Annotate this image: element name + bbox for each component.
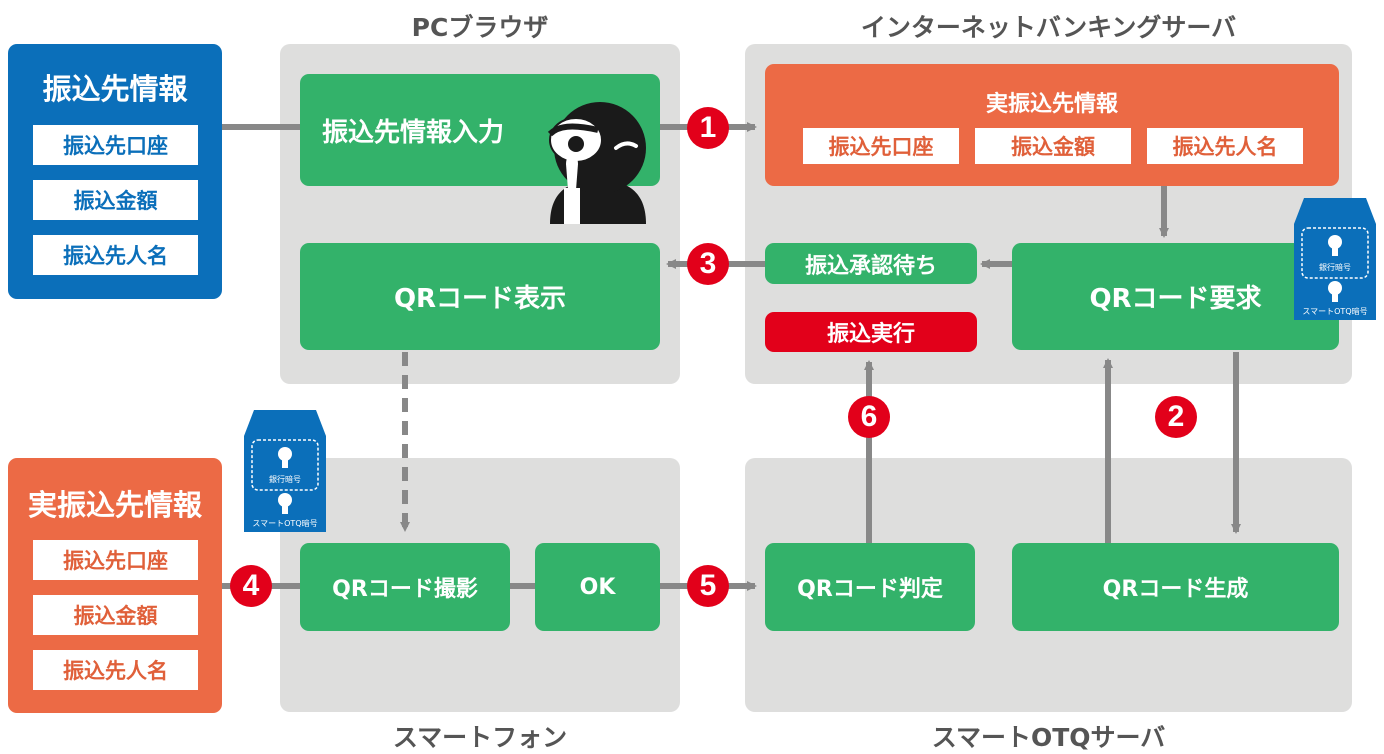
actual-transfer-name: 振込先人名 xyxy=(33,650,198,690)
qr-capture-box: QRコード撮影 xyxy=(300,543,510,631)
actual-transfer-amount: 振込金額 xyxy=(33,595,198,635)
phone-bank-pin-label: 銀行暗号 xyxy=(269,474,301,484)
server-account: 振込先口座 xyxy=(803,128,959,164)
step-6-badge: 6 xyxy=(848,396,890,438)
server-actual-info-card: 実振込先情報 振込先口座 振込金額 振込先人名 xyxy=(765,64,1339,186)
actual-transfer-account: 振込先口座 xyxy=(33,540,198,580)
actual-transfer-info-card: 実振込先情報 振込先口座 振込金額 振込先人名 xyxy=(8,458,222,713)
transfer-input-label: 振込先情報入力 xyxy=(322,117,505,148)
ok-box: OK xyxy=(535,543,660,631)
qr-request-box: QRコード要求 xyxy=(1012,243,1339,350)
key-envelope-phone: 銀行暗号 スマートOTQ暗号 xyxy=(244,410,326,532)
qr-capture-label: QRコード撮影 xyxy=(332,577,478,602)
pc-browser-title: PCブラウザ xyxy=(411,13,549,42)
server-otq-pin-label: スマートOTQ暗号 xyxy=(1302,306,1367,316)
otq-server-title: スマートOTQサーバ xyxy=(931,723,1166,752)
step-4-badge: 4 xyxy=(230,565,272,607)
transfer-info-card: 振込先情報 振込先口座 振込金額 振込先人名 xyxy=(8,44,222,299)
qr-judge-box: QRコード判定 xyxy=(765,543,975,631)
approval-wait-box: 振込承認待ち xyxy=(765,243,977,284)
approval-wait-label: 振込承認待ち xyxy=(804,253,937,279)
key-envelope-server: 銀行暗号 スマートOTQ暗号 xyxy=(1294,198,1376,320)
ok-label: OK xyxy=(579,574,616,600)
qr-generate-label: QRコード生成 xyxy=(1102,577,1249,602)
phone-otq-pin-label: スマートOTQ暗号 xyxy=(252,518,317,528)
qr-display-box: QRコード表示 xyxy=(300,243,660,350)
step-2-badge: 2 xyxy=(1155,396,1197,438)
qr-display-label: QRコード表示 xyxy=(393,284,567,314)
qr-generate-box: QRコード生成 xyxy=(1012,543,1339,631)
qr-judge-label: QRコード判定 xyxy=(797,577,943,602)
transfer-info-title: 振込先情報 xyxy=(42,72,188,106)
actual-transfer-info-title: 実振込先情報 xyxy=(27,488,202,522)
step-3-badge: 3 xyxy=(687,243,729,285)
server-actual-info-title: 実振込先情報 xyxy=(985,92,1118,117)
step-5-badge: 5 xyxy=(687,565,729,607)
qr-request-label: QRコード要求 xyxy=(1089,284,1262,314)
transfer-info-account: 振込先口座 xyxy=(33,125,198,165)
smartphone-title: スマートフォン xyxy=(392,723,568,752)
server-name: 振込先人名 xyxy=(1147,128,1303,164)
transfer-execute-label: 振込実行 xyxy=(826,322,915,347)
server-bank-pin-label: 銀行暗号 xyxy=(1319,262,1351,272)
ib-server-title: インターネットバンキングサーバ xyxy=(860,13,1237,42)
step-1-badge: 1 xyxy=(687,107,729,149)
transfer-info-name: 振込先人名 xyxy=(33,235,198,275)
server-amount: 振込金額 xyxy=(975,128,1131,164)
transfer-info-amount: 振込金額 xyxy=(33,180,198,220)
transfer-execute-box: 振込実行 xyxy=(765,312,977,352)
attacker-icon xyxy=(547,102,646,224)
